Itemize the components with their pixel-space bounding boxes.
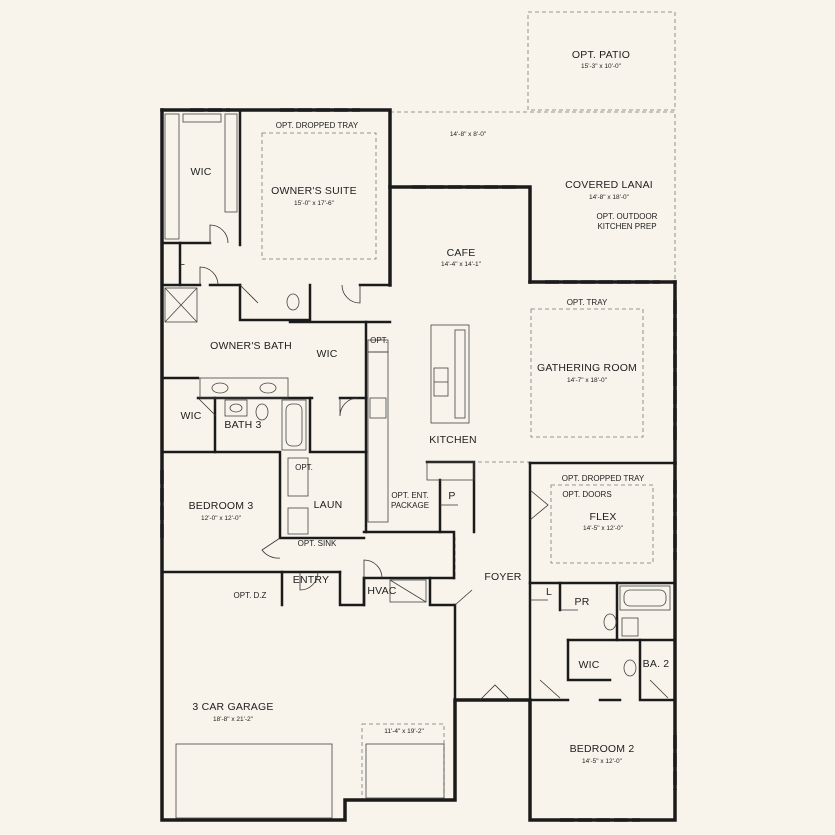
doors [197,224,669,701]
owners-suite-label: OWNER'S SUITE [271,185,357,197]
lanai-outline [390,111,676,282]
wic-owner-label: WIC [190,166,211,178]
bedroom2-dim: 14'-5" x 12'-0" [582,758,623,765]
linen-hall-label: L [546,586,552,598]
opt-patio-dim: 15'-3" x 10'-0" [581,63,622,70]
ent-package-label-1: OPT. ENT. [391,491,428,500]
gathering-tray-label: OPT. TRAY [567,298,608,307]
covered-lanai-dim: 14'-8" x 18'-0" [589,194,630,201]
outdoor-kitchen-label-1: OPT. OUTDOOR [597,212,658,221]
flex-doors-label: OPT. DOORS [562,490,611,499]
foyer-label: FOYER [484,571,521,583]
gathering-tray-outline [530,308,644,438]
cafe-label: CAFE [447,247,476,259]
bath2-label: BA. 2 [643,658,670,670]
tub-bath2 [619,585,671,611]
bedroom2-label: BEDROOM 2 [570,743,635,755]
garage-bay-dim: 11'-4" x 19'-2" [384,728,424,735]
pantry-label: P [448,490,455,502]
covered-lanai-label: COVERED LANAI [565,179,653,191]
tub-bath3 [281,399,307,451]
gathering-room-dim: 14'-7" x 18'-0" [567,377,608,384]
garage-door-right [365,743,445,799]
linen-owner-label: L [179,256,185,268]
opt-patio-label: OPT. PATIO [572,49,630,61]
bedroom3-label: BEDROOM 3 [189,500,254,512]
owner-tray-outline [261,132,377,260]
laun-label: LAUN [314,499,343,511]
flex-dim: 14'-5" x 12'-0" [583,525,624,532]
opt-pantry-label: OPT. [370,336,388,345]
garage-bay-outline [361,723,445,801]
windows [160,108,677,822]
opt-patio-outline [527,11,676,111]
opt-sink-label: OPT. SINK [298,539,337,548]
opt-dz-label: OPT. D.Z [234,591,267,600]
garage-door-left [175,743,333,819]
kitchen-island [430,324,470,424]
owner-tray-label: OPT. DROPPED TRAY [276,121,359,130]
powder-label: PR [575,596,590,608]
fixtures [164,113,671,819]
hvac-label: HVAC [367,585,396,597]
flex-tray-outline [550,484,654,564]
flex-label: FLEX [589,511,616,523]
wic-bed3-label: WIC [180,410,201,422]
owners-bath-label: OWNER'S BATH [210,340,292,352]
owners-suite-dim: 15'-0" x 17'-6" [294,200,335,207]
kitchen-label: KITCHEN [429,434,477,446]
labels: OPT. PATIO 15'-3" x 10'-0" 14'-8" x 8'-0… [179,49,669,765]
gathering-room-label: GATHERING ROOM [537,362,637,374]
entry-label: ENTRY [293,574,329,586]
cafe-dim: 14'-4" x 14'-1" [441,261,482,268]
laun-opt-label: OPT. [295,463,313,472]
ent-package-label-2: PACKAGE [391,501,429,510]
range [369,397,387,419]
garage-dim: 18'-8" x 21'-2" [213,716,254,723]
flex-tray-label: OPT. DROPPED TRAY [562,474,645,483]
bath3-label: BATH 3 [224,419,261,431]
garage-label: 3 CAR GARAGE [192,701,273,713]
wic-bed2-label: WIC [578,659,599,671]
lanai-top-dim: 14'-8" x 8'-0" [450,131,487,138]
wic-bath-label: WIC [316,348,337,360]
bedroom3-dim: 12'-0" x 12'-0" [201,515,242,522]
outdoor-kitchen-label-2: KITCHEN PREP [597,222,656,231]
